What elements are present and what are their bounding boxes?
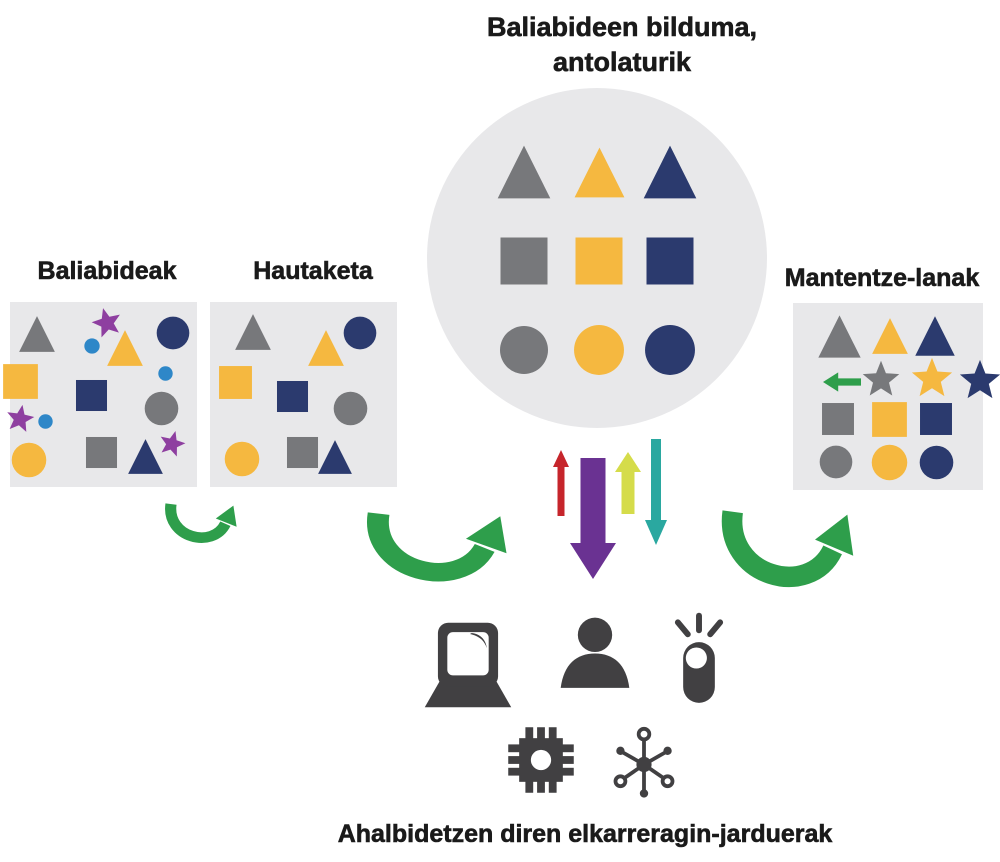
collection-title-line1: Baliabideen bilduma, xyxy=(486,12,758,43)
shape-gray-circle xyxy=(819,445,853,479)
shape-purple-star xyxy=(91,308,120,338)
red-up-arrow-icon xyxy=(553,450,569,516)
violet-down-arrow-icon xyxy=(570,458,616,579)
collection-title: Baliabideen bilduma, antolaturik xyxy=(486,10,758,80)
bottom-caption: Ahalbidetzen diren elkarreragin-jarduera… xyxy=(337,820,833,849)
flow-curved-arrow-icon xyxy=(721,510,854,587)
clicker-icon xyxy=(674,612,724,703)
shape-navy-triangle xyxy=(127,438,163,474)
shape-gray-star xyxy=(862,360,900,396)
computer-icon xyxy=(424,622,512,708)
person-icon xyxy=(560,617,630,688)
shape-navy-star xyxy=(959,359,1000,399)
flow-curved-arrow-icon xyxy=(165,503,237,543)
shape-navy-triangle xyxy=(915,316,955,356)
flow-curved-arrow-icon xyxy=(367,512,507,582)
shape-yellow-star xyxy=(911,357,953,397)
shape-navy-square xyxy=(75,379,107,411)
resources-label: Baliabideak xyxy=(37,257,177,286)
shape-green-arrowLeft xyxy=(823,372,861,392)
shape-gray-square xyxy=(85,436,117,468)
teal-down-arrow-icon xyxy=(645,439,667,545)
selection-label: Hautaketa xyxy=(253,257,373,286)
shape-navy-circle xyxy=(645,325,695,375)
resources-panel xyxy=(2,302,197,487)
shape-blue-circle xyxy=(37,413,53,429)
shape-purple-star xyxy=(7,404,35,432)
shape-gray-circle xyxy=(333,391,367,425)
collection-title-line2: antolaturik xyxy=(552,47,692,78)
shape-yellow-circle xyxy=(11,442,47,478)
shape-navy-circle xyxy=(919,445,953,479)
network-icon xyxy=(613,726,675,798)
shape-yellow-circle xyxy=(224,441,260,477)
shape-yellow-square xyxy=(2,363,38,399)
lime-up-arrow-icon xyxy=(615,452,641,514)
shape-navy-square xyxy=(276,380,308,412)
shape-navy-square xyxy=(920,403,952,435)
shape-gray-circle xyxy=(500,326,548,374)
shape-gray-square xyxy=(500,237,548,285)
shape-gray-triangle xyxy=(235,314,271,350)
shape-gray-square xyxy=(286,436,318,468)
shape-navy-square xyxy=(646,237,694,285)
shape-blue-circle xyxy=(84,338,100,354)
maintenance-label: Mantentze-lanak xyxy=(784,264,980,293)
shape-navy-circle xyxy=(343,316,377,350)
shape-yellow-triangle xyxy=(308,330,344,366)
shape-gray-circle xyxy=(144,391,178,425)
shape-blue-circle xyxy=(157,365,173,381)
shape-navy-triangle xyxy=(318,440,352,474)
shape-navy-circle xyxy=(156,316,190,350)
shape-gray-triangle xyxy=(19,316,55,352)
shape-yellow-triangle xyxy=(107,330,143,366)
shape-gray-triangle xyxy=(817,314,861,358)
chip-icon xyxy=(508,727,574,793)
selection-panel xyxy=(210,302,397,487)
shape-gray-triangle xyxy=(497,145,551,199)
shape-navy-triangle xyxy=(643,145,697,199)
shape-purple-star xyxy=(160,431,186,457)
maintenance-panel xyxy=(793,303,1000,490)
shape-yellow-circle xyxy=(871,444,907,480)
shape-gray-square xyxy=(822,403,854,435)
shape-yellow-circle xyxy=(574,325,624,375)
collection-circle xyxy=(427,88,767,428)
shape-yellow-square xyxy=(871,401,907,437)
shape-yellow-square xyxy=(575,237,623,285)
shape-yellow-triangle xyxy=(574,147,624,197)
shape-yellow-triangle xyxy=(872,318,908,354)
shape-yellow-square xyxy=(218,365,252,399)
